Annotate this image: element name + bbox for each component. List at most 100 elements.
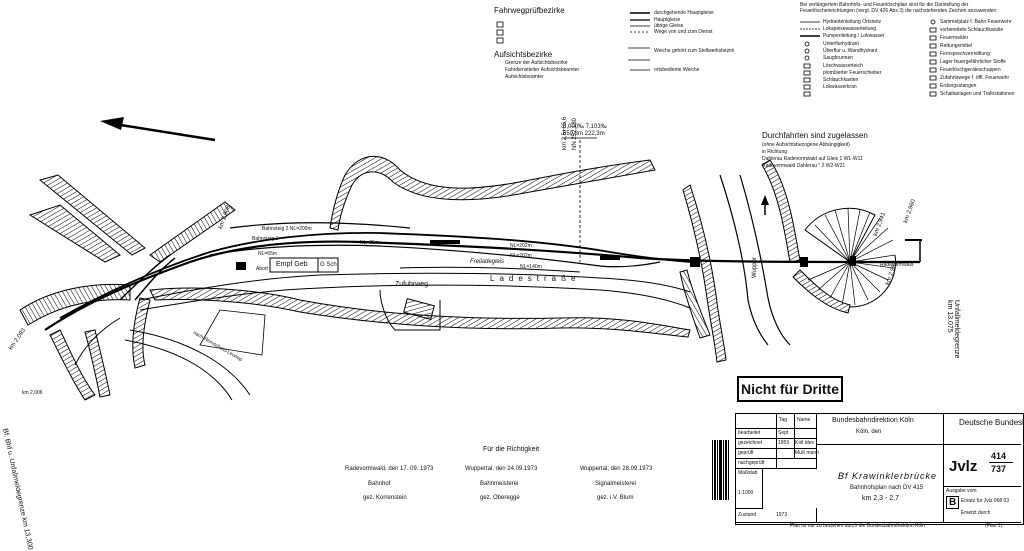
plan-type: Bahnhofsplan nach DV 415 xyxy=(850,485,924,491)
empfangsgebaeude-label: Empf Geb xyxy=(276,261,308,268)
legend-symbols xyxy=(496,12,937,97)
river-wupper xyxy=(719,174,791,346)
direction-arrow-icon xyxy=(100,117,216,142)
signature-name: gez. i.V. Blum xyxy=(597,495,634,501)
nl-label: NL=140m xyxy=(520,264,542,270)
legend-fire-intro: Bei verlängertem Bahnhofs- und Feuerlösc… xyxy=(800,2,997,14)
col-tag: Tag xyxy=(779,417,788,423)
row-label: nachgeprüft xyxy=(738,460,765,466)
legend-fire-item: Hydrantenleitung Ortsnetz xyxy=(823,19,882,25)
wupper-label: Wupper xyxy=(752,257,758,278)
legend-aufsicht-item: Fahrdienstleiter Aufsichtsbeamter xyxy=(505,67,580,73)
ersatz-label: Ersatz für Jvlz 068 03 xyxy=(961,498,1010,504)
station-title: Bf Krawinklerbrücke xyxy=(838,471,938,481)
route-2: Radevormwald Dahlerau " 2 W2-W21 xyxy=(762,163,846,169)
ladestrasse-label: Ladestraße xyxy=(490,274,581,283)
legend-fire-item: Lager feuergefährlicher Stoffe xyxy=(940,59,1007,65)
row-label: Maßstab xyxy=(738,470,758,476)
legend-aufsicht-title: Aufsichtsbezirke xyxy=(494,50,553,59)
signature-role: Bahnmeisterei xyxy=(480,481,519,487)
legend-track-item: Hauptgleise xyxy=(654,17,681,23)
plan-number-main: Jvlz xyxy=(949,458,978,475)
nl-label: NL=202m xyxy=(510,243,532,249)
radevormwald-label: Radevormwald xyxy=(880,262,914,268)
row-label: bearbeitet xyxy=(738,430,761,436)
title-block: Tag Name bearbeitet Sept gezeichnet 1959… xyxy=(735,413,1024,525)
signature-name: gez. Oberegge xyxy=(480,495,520,501)
row-label: geprüft xyxy=(738,450,754,456)
fan-slope xyxy=(804,207,897,308)
legend-fire-item: vorbereitete Schlauchkanäle xyxy=(940,27,1004,33)
gueterschuppen-label: G Sch xyxy=(320,262,337,268)
legend-fire-item: Lokwasserkran xyxy=(823,84,857,90)
fraction-bar xyxy=(989,462,1013,463)
legend-switch-item: Weiche gehört zum Stellwerksbezirk xyxy=(654,48,735,54)
km-range: km 2,3 - 2,7 xyxy=(862,495,899,502)
durchfahrten-dir: in Richtung xyxy=(762,149,788,155)
row-label: gezeichnet xyxy=(738,440,763,446)
legend-aufsicht-item: Grenze der Aufsichtsbezirke xyxy=(505,60,568,66)
signature-date: Radevormwald, den 17. 09. 1973 xyxy=(345,466,434,472)
gradient-top: 0,000‰ 7,103‰ xyxy=(563,124,607,130)
barcode-image xyxy=(712,440,729,500)
legend-aufsicht-item: Aufsichtsbeamter xyxy=(505,74,544,80)
date-cell: Sept xyxy=(778,430,789,436)
date-cell: 1959 xyxy=(778,440,790,446)
signature-date: Wuppertal, den 24.09.1973 xyxy=(465,466,538,472)
bahnsteig-2: Bahnsteig 2 NL=200m xyxy=(262,226,312,232)
legend-track-item: durchgehende Hauptgleise xyxy=(654,10,714,16)
tracks xyxy=(44,222,922,331)
track-plan-drawing xyxy=(19,12,937,500)
legend-fire-item: plombierter Feuerschieber xyxy=(823,70,882,76)
gradient-len: 650,3m 222,3m xyxy=(563,131,605,137)
nl-label: NL=65m xyxy=(258,251,278,257)
km-label: km 2,006 xyxy=(22,390,43,396)
legend-track-item: Wege von und zum Dienst xyxy=(654,29,713,35)
masstab-value: 1:1000 xyxy=(738,490,754,496)
signature-name: gez. Korrenstein xyxy=(363,495,407,501)
route-1: Dahlerau Radevormwald auf Gleis 1 W1-W11 xyxy=(762,156,863,162)
zustand-value: 1973 xyxy=(776,512,788,518)
roads xyxy=(74,272,691,401)
name-cell: Koll ides xyxy=(795,440,814,446)
ausgabe-letter: B xyxy=(946,496,960,509)
signature-date: Wuppertal, den 28.09.1973 xyxy=(580,466,653,472)
legend-fire-item: Zufahrtswege f. öffl. Feuerwehr xyxy=(940,75,1010,81)
zufuhrweg-label: Zufuhrweg xyxy=(395,281,429,288)
row-label: Zustand xyxy=(738,512,757,518)
direktion-label: Bundesbahndirektion Köln xyxy=(832,417,914,424)
abort-label: Abort xyxy=(256,266,268,272)
durchfahrten-title: Durchfahrten sind zugelassen xyxy=(762,131,868,140)
signature-role: Bahnhof xyxy=(368,481,391,487)
legend-fire-item: Lokspeisewasserleitung xyxy=(823,26,877,32)
legend-fire-item: Schlauchkasten xyxy=(823,77,859,83)
unfallmeldegrenze-right: Unfallmeldegrenze km 13,075 xyxy=(946,300,960,359)
koeln-den-label: Köln, den xyxy=(856,429,882,435)
nl-label: NL=202m xyxy=(510,253,532,259)
legend-fire-item: Erdungsstangen xyxy=(940,83,977,89)
signature-role: Signalmeisterei xyxy=(595,481,637,487)
legend-fire-item: Feuermelder xyxy=(940,35,969,41)
ersetzt-durch-label: Ersetzt durch xyxy=(961,510,991,516)
plan-number-bottom: 737 xyxy=(991,464,1007,474)
km-station-label: km 2,5+65,6 xyxy=(562,116,568,150)
legend-track-item: übrige Gleise xyxy=(654,23,684,29)
richtigkeit-label: Für die Richtigkeit xyxy=(483,446,540,453)
db-name: Deutsche Bundesbahn xyxy=(959,418,1024,427)
legend-fire-item: Saugbrunnen xyxy=(823,55,854,61)
legend-fire-item: Fernsprechvermittlung xyxy=(940,51,990,57)
nl-label: NL=85m xyxy=(360,240,380,246)
footer-note: Plan ist nur zu beziehen durch die Bunde… xyxy=(790,523,926,529)
name-cell: Muß mann xyxy=(795,450,819,456)
buildings xyxy=(236,240,856,320)
legend-fire-item: Unterflurhydrant xyxy=(823,41,859,47)
nicht-fuer-dritte-stamp: Nicht für Dritte xyxy=(737,376,843,402)
legend-fire-item: Feuerlöschgeräteschuppen xyxy=(940,67,1001,73)
legend-fire-item: Rettungsmittel xyxy=(940,43,972,49)
plan-number-note: (Plan 1) xyxy=(985,523,1003,529)
col-name: Name xyxy=(797,417,811,423)
legend-fire-item: Löschwasserteich xyxy=(823,63,863,69)
legend-switch-item: ortsbediente Weiche xyxy=(654,67,700,73)
nn-label: NN 252,180 xyxy=(572,117,578,150)
legend-fire-item: Pumpenleitung / Lokwasser xyxy=(823,33,885,39)
